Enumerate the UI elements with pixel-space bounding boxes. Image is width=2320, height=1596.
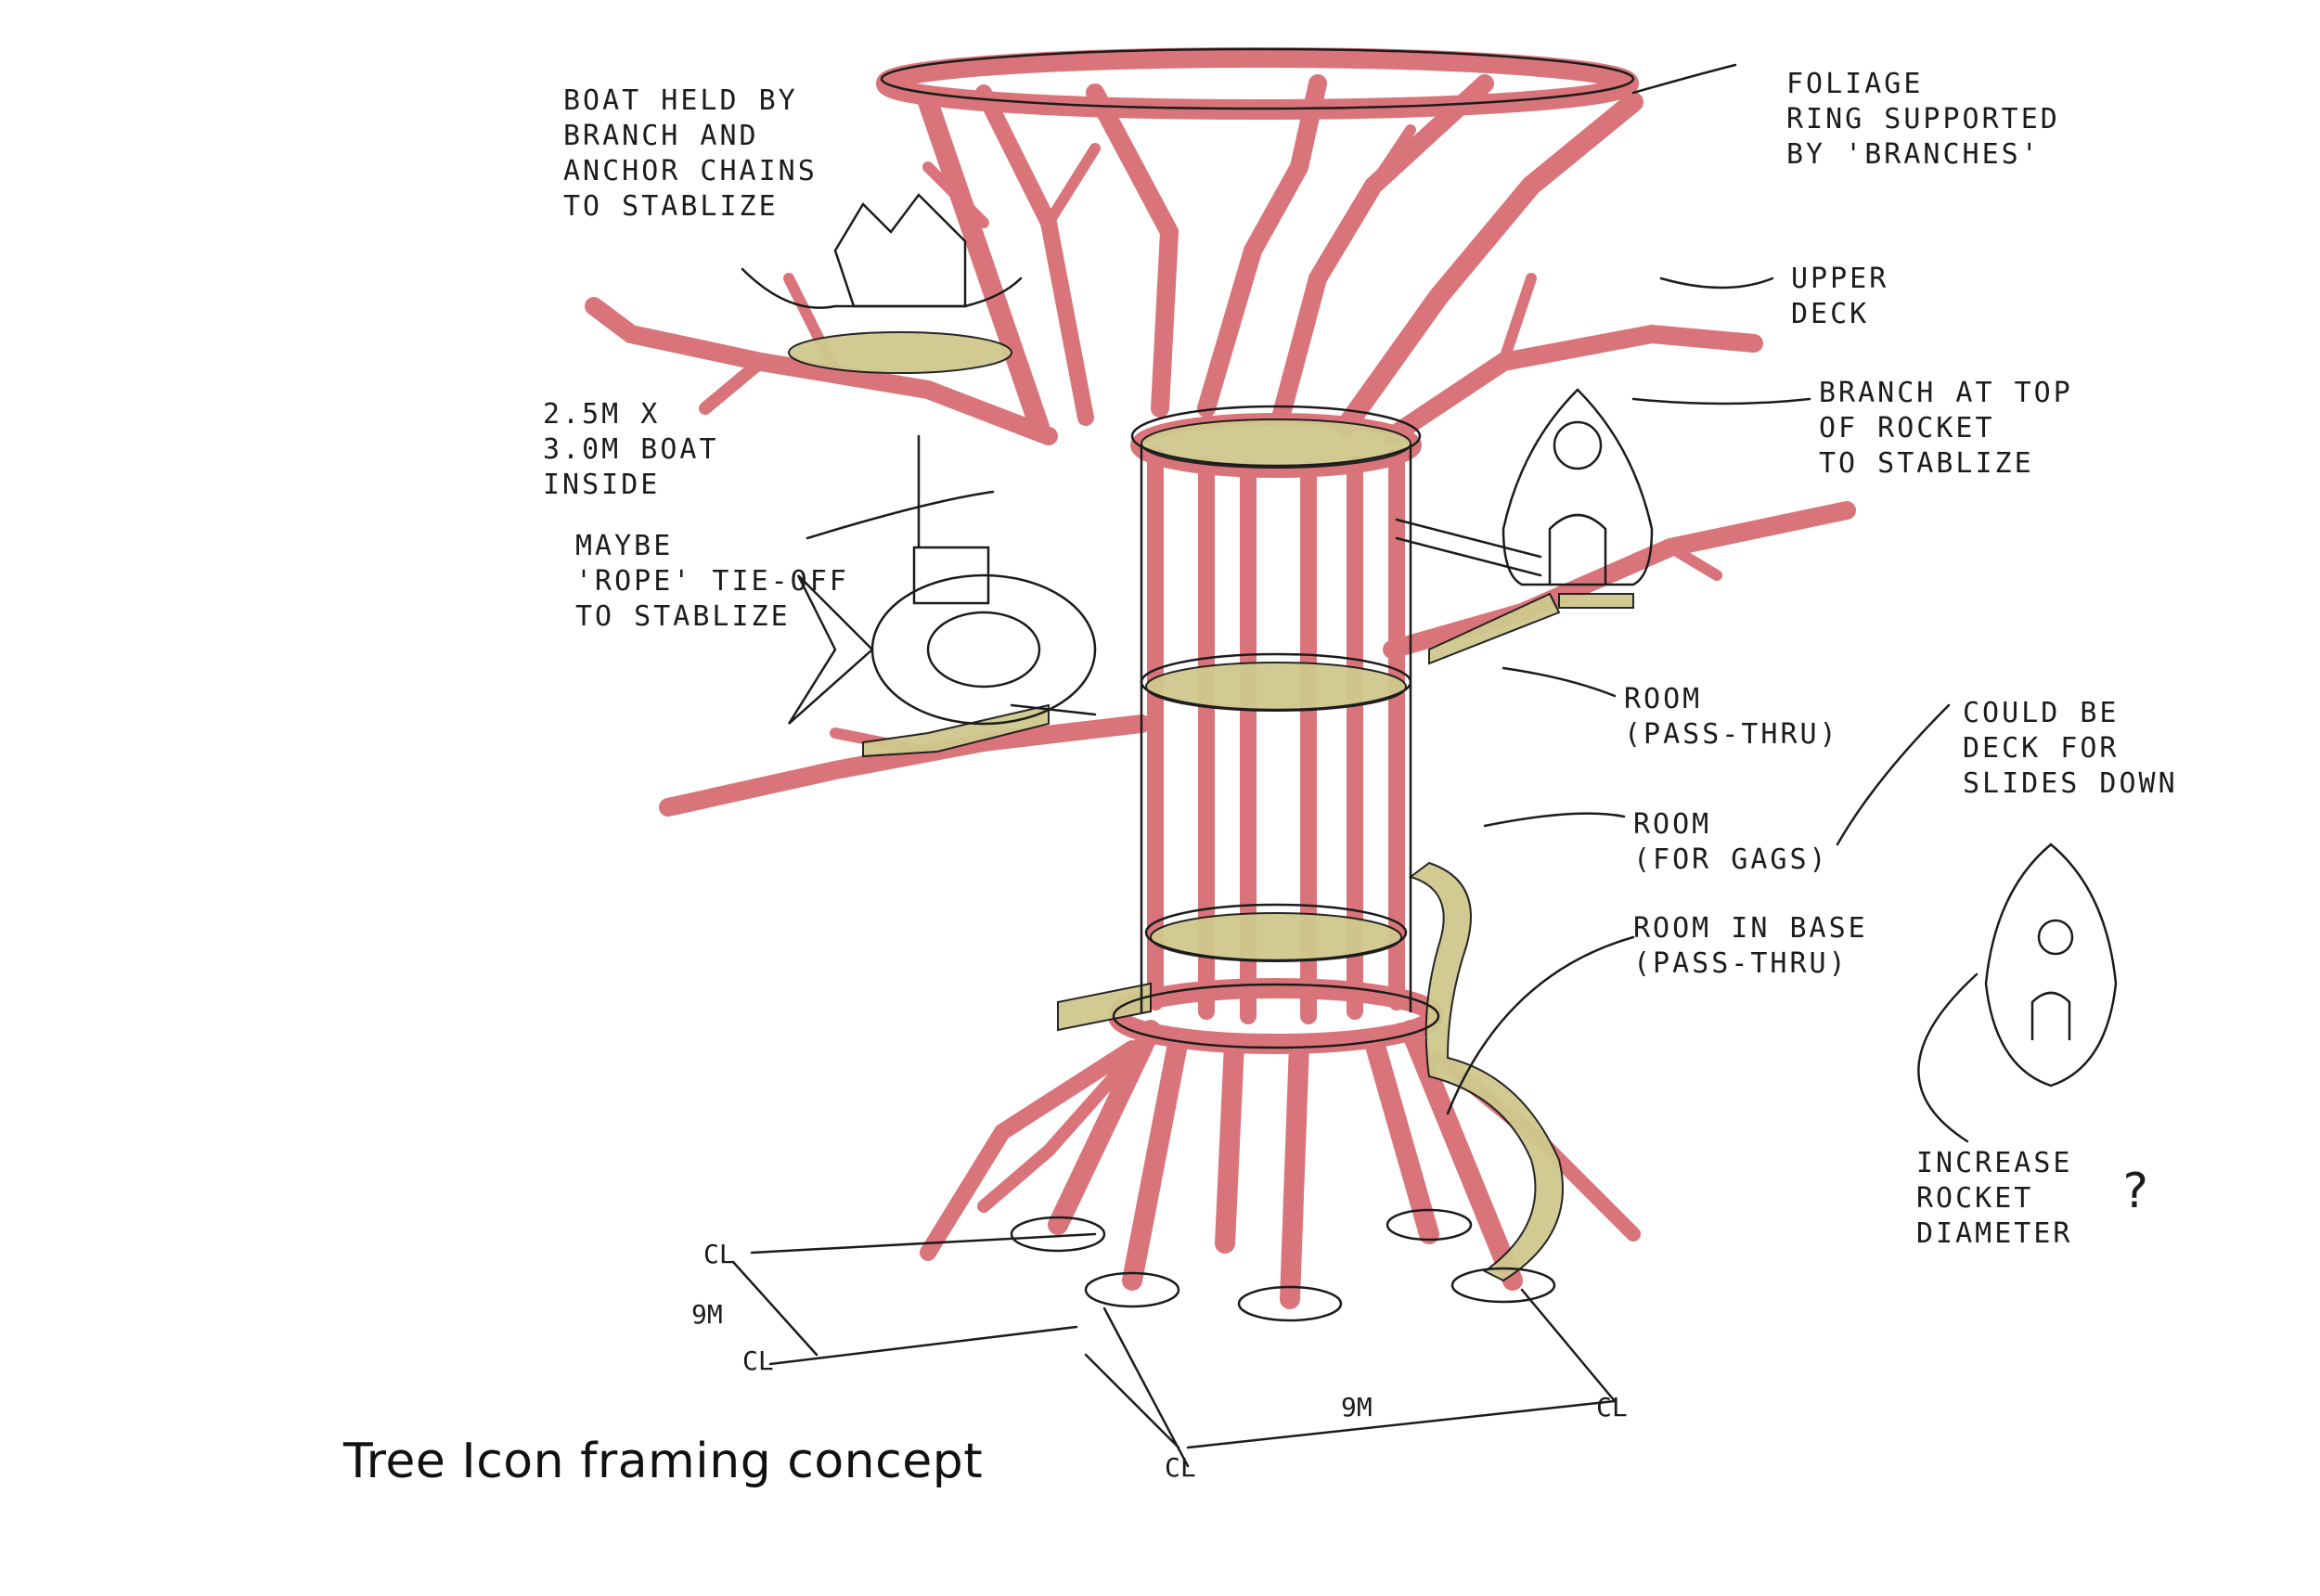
annotation-question-mark: ?	[2120, 1164, 2153, 1219]
annotation-line: BOAT HELD BY	[563, 84, 798, 117]
annotation-line: ROOM IN BASE	[1633, 912, 1868, 945]
annotation-line: TO STABLIZE	[563, 190, 779, 223]
annotation-line: (FOR GAGS)	[1633, 843, 1829, 876]
annotation-line: COULD BE	[1963, 697, 2120, 729]
annotation-line: 'ROPE' TIE-OFF	[575, 565, 849, 598]
annotation-line: DIAMETER	[1916, 1217, 2073, 1250]
annotation-line: DECK FOR	[1963, 732, 2120, 765]
dimension-width: 9M	[1341, 1392, 1373, 1422]
annotation-line: INSIDE	[543, 469, 661, 501]
annotation-rocket-diameter: INCREASE ROCKET DIAMETER	[1916, 1146, 2073, 1252]
centerline-label: CL	[1165, 1452, 1196, 1483]
centerline-label: CL	[742, 1345, 774, 1376]
annotation-line: TO STABLIZE	[1819, 447, 2034, 480]
sketch-title: Tree Icon framing concept	[343, 1434, 984, 1489]
annotation-line: ANCHOR CHAINS	[563, 155, 818, 187]
annotation-room-pass: ROOM (PASS-THRU)	[1624, 682, 1839, 753]
annotation-line: ROCKET	[1916, 1182, 2034, 1215]
annotation-rope: MAYBE 'ROPE' TIE-OFF TO STABLIZE	[575, 529, 849, 635]
annotation-line: (PASS-THRU)	[1633, 947, 1849, 980]
annotation-deck-slides: COULD BE DECK FOR SLIDES DOWN	[1963, 696, 2178, 802]
annotation-room-gags: ROOM (FOR GAGS)	[1633, 807, 1829, 878]
olive-decks	[788, 331, 1634, 1282]
annotation-line: (PASS-THRU)	[1624, 718, 1839, 751]
annotation-upper-deck: UPPER DECK	[1791, 262, 1888, 332]
annotation-line: RING SUPPORTED	[1786, 103, 2060, 135]
annotation-room-base: ROOM IN BASE (PASS-THRU)	[1633, 911, 1868, 982]
annotation-line: 3.0M BOAT	[543, 433, 719, 466]
centerline-label: CL	[703, 1239, 735, 1269]
annotation-line: TO STABLIZE	[575, 600, 791, 633]
annotation-boat-size: 2.5M X 3.0M BOAT INSIDE	[543, 397, 719, 503]
annotation-line: OF ROCKET	[1819, 412, 1995, 444]
annotation-line: SLIDES DOWN	[1963, 767, 2178, 800]
annotation-line: BRANCH AT TOP	[1819, 377, 2073, 409]
dimension-depth: 9M	[691, 1299, 723, 1330]
annotation-line: 2.5M X	[543, 398, 661, 431]
annotation-line: ROOM	[1633, 808, 1712, 841]
annotation-branch-rocket: BRANCH AT TOP OF ROCKET TO STABLIZE	[1819, 376, 2073, 482]
annotation-foliage: FOLIAGE RING SUPPORTED BY 'BRANCHES'	[1786, 67, 2060, 173]
annotation-line: ROOM	[1624, 683, 1703, 715]
annotation-line: BRANCH AND	[563, 120, 759, 152]
annotation-line: MAYBE	[575, 530, 674, 562]
annotation-line: INCREASE	[1916, 1147, 2073, 1179]
annotation-line: DECK	[1791, 298, 1870, 330]
ink-linework	[731, 47, 2118, 1468]
annotation-line: UPPER	[1791, 263, 1889, 295]
annotation-boat: BOAT HELD BY BRANCH AND ANCHOR CHAINS TO…	[563, 84, 818, 225]
annotation-line: BY 'BRANCHES'	[1786, 138, 2041, 171]
centerline-label: CL	[1596, 1392, 1628, 1422]
annotation-line: FOLIAGE	[1786, 68, 1924, 100]
